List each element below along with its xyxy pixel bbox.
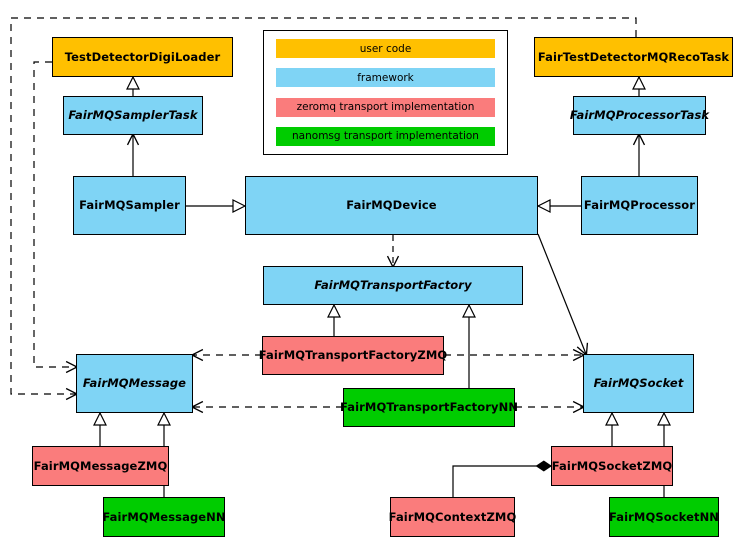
class-node-label: FairMQSampler xyxy=(79,198,180,213)
class-node-FairMQMessage[interactable]: FairMQMessage xyxy=(76,354,193,413)
class-node-FairMQSampler[interactable]: FairMQSampler xyxy=(73,176,186,235)
edge-association-device-to-socket xyxy=(537,233,586,354)
class-node-FairMQProcessor[interactable]: FairMQProcessor xyxy=(581,176,698,235)
class-node-label: TestDetectorDigiLoader xyxy=(64,49,221,64)
class-node-FairMQTransportFactoryZMQ[interactable]: FairMQTransportFactoryZMQ xyxy=(259,336,447,375)
class-node-label: FairMQSocketZMQ xyxy=(551,458,673,473)
legend-row-3: nanomsg transport implementation xyxy=(276,126,495,146)
legend-row-1: framework xyxy=(276,68,495,88)
class-node-label: FairMQSocket xyxy=(593,376,684,391)
class-node-FairMQTransportFactory[interactable]: FairMQTransportFactory xyxy=(263,266,523,305)
class-node-label: FairMQProcessor xyxy=(583,198,696,213)
edge-composition-socketzmq-to-contextzmq xyxy=(452,460,553,497)
class-node-FairMQContextZMQ[interactable]: FairMQContextZMQ xyxy=(388,497,517,537)
class-node-FairMQProcessorTask[interactable]: FairMQProcessorTask xyxy=(569,96,710,135)
legend-label: user code xyxy=(359,42,412,55)
class-node-label: FairMQSamplerTask xyxy=(68,108,198,123)
class-node-FairTestDetectorMQRecoTask[interactable]: FairTestDetectorMQRecoTask xyxy=(534,37,733,77)
class-node-FairMQMessageNN[interactable]: FairMQMessageNN xyxy=(102,497,226,537)
legend-label: framework xyxy=(357,71,414,84)
class-node-FairMQMessageZMQ[interactable]: FairMQMessageZMQ xyxy=(32,446,169,486)
legend-row-2: zeromq transport implementation xyxy=(276,97,495,117)
legend-row-0: user code xyxy=(276,39,495,58)
class-node-label: FairMQSocketNN xyxy=(608,509,720,524)
class-node-label: FairMQTransportFactory xyxy=(314,278,472,293)
class-node-TestDetectorDigiLoader[interactable]: TestDetectorDigiLoader xyxy=(52,37,233,77)
class-node-label: FairTestDetectorMQRecoTask xyxy=(537,49,730,64)
class-node-FairMQDevice[interactable]: FairMQDevice xyxy=(245,176,538,235)
class-node-label: FairMQMessage xyxy=(82,376,187,391)
legend-label: nanomsg transport implementation xyxy=(292,130,479,143)
class-node-FairMQSocketNN[interactable]: FairMQSocketNN xyxy=(609,497,719,537)
class-node-label: FairMQTransportFactoryNN xyxy=(339,400,519,415)
class-node-label: FairMQDevice xyxy=(346,198,437,213)
class-node-FairMQSocket[interactable]: FairMQSocket xyxy=(583,354,694,413)
class-node-label: FairMQProcessorTask xyxy=(569,108,710,123)
class-node-FairMQSocketZMQ[interactable]: FairMQSocketZMQ xyxy=(551,446,673,486)
legend-label: zeromq transport implementation xyxy=(296,101,475,114)
edge-dependency-recotask-to-message xyxy=(10,17,637,394)
class-node-FairMQTransportFactoryNN[interactable]: FairMQTransportFactoryNN xyxy=(339,388,519,427)
class-node-label: FairMQMessageNN xyxy=(102,509,226,524)
legend-panel: user code framework zeromq transport imple… xyxy=(263,30,508,155)
class-node-label: FairMQContextZMQ xyxy=(388,509,517,524)
class-node-label: FairMQTransportFactoryZMQ xyxy=(258,348,448,363)
class-node-FairMQSamplerTask[interactable]: FairMQSamplerTask xyxy=(63,96,203,135)
edge-dependency-digiloader-to-message xyxy=(33,61,76,367)
class-node-label: FairMQMessageZMQ xyxy=(33,458,168,473)
